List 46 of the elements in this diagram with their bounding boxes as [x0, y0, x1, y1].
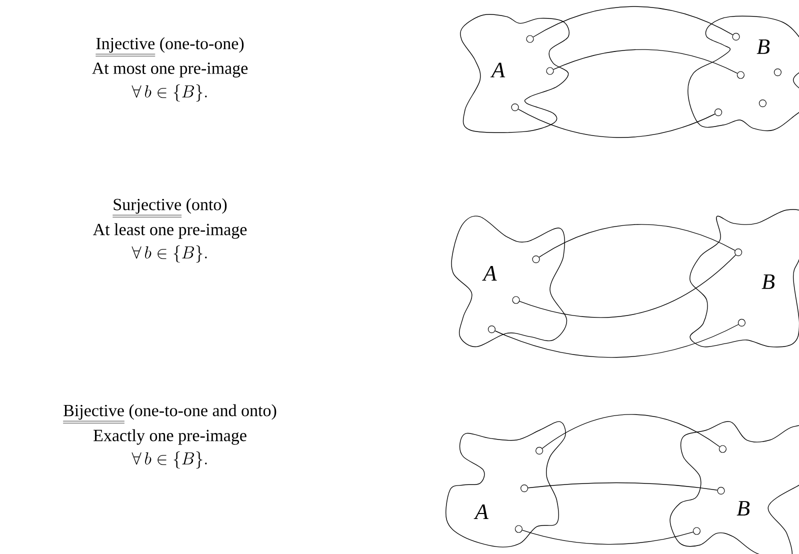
term: Surjective [112, 198, 182, 218]
mapping-line [522, 530, 694, 545]
term-note: (one-to-one and onto) [129, 404, 276, 420]
element-dot [714, 108, 722, 116]
element-dot [488, 326, 496, 334]
mapping-line [532, 6, 734, 38]
element-dot [734, 248, 742, 256]
formula: $\forall\, b \in \{B\}.$ [132, 84, 207, 102]
definition-text: At least one pre-image [93, 223, 247, 239]
element-dot [738, 318, 746, 326]
element-dot [511, 104, 519, 112]
term: Bijective [62, 404, 125, 424]
set-blob: A [451, 216, 568, 348]
element-dot [717, 486, 725, 494]
element-dot [536, 446, 544, 454]
term-note: (one-to-one) [160, 37, 244, 53]
set-blob: B [690, 209, 799, 348]
mapping-line [538, 224, 736, 258]
term: Injective [95, 38, 156, 56]
mapping-line [553, 49, 738, 74]
element-dot [736, 71, 745, 79]
element-dot [520, 484, 528, 492]
element-dot [692, 527, 700, 535]
formula: $\forall\, b \in \{B\}.$ [132, 245, 207, 263]
formula: $\forall\, b \in \{B\}.$ [132, 451, 207, 469]
element-dot [774, 68, 782, 76]
set-blob: B [688, 16, 799, 132]
set-blob: A [446, 421, 566, 548]
element-dot [532, 256, 540, 264]
mapping-line [519, 254, 736, 318]
mapping-line [518, 108, 716, 138]
element-dot [718, 445, 726, 453]
element-dot [514, 525, 522, 533]
element-dot [512, 296, 520, 304]
set-blob: A [460, 14, 570, 133]
mapping-line [528, 482, 718, 490]
element-dot [758, 100, 767, 108]
element-dot [546, 67, 554, 75]
element-dot [732, 32, 740, 40]
element-dot [526, 35, 534, 43]
term-note: (onto) [186, 198, 227, 214]
definition-text: At most one pre-image [92, 62, 248, 78]
mapping-line [542, 414, 720, 449]
set-blob: B [670, 421, 799, 554]
definition-text: Exactly one pre-image [94, 429, 246, 445]
mapping-line [494, 324, 739, 358]
